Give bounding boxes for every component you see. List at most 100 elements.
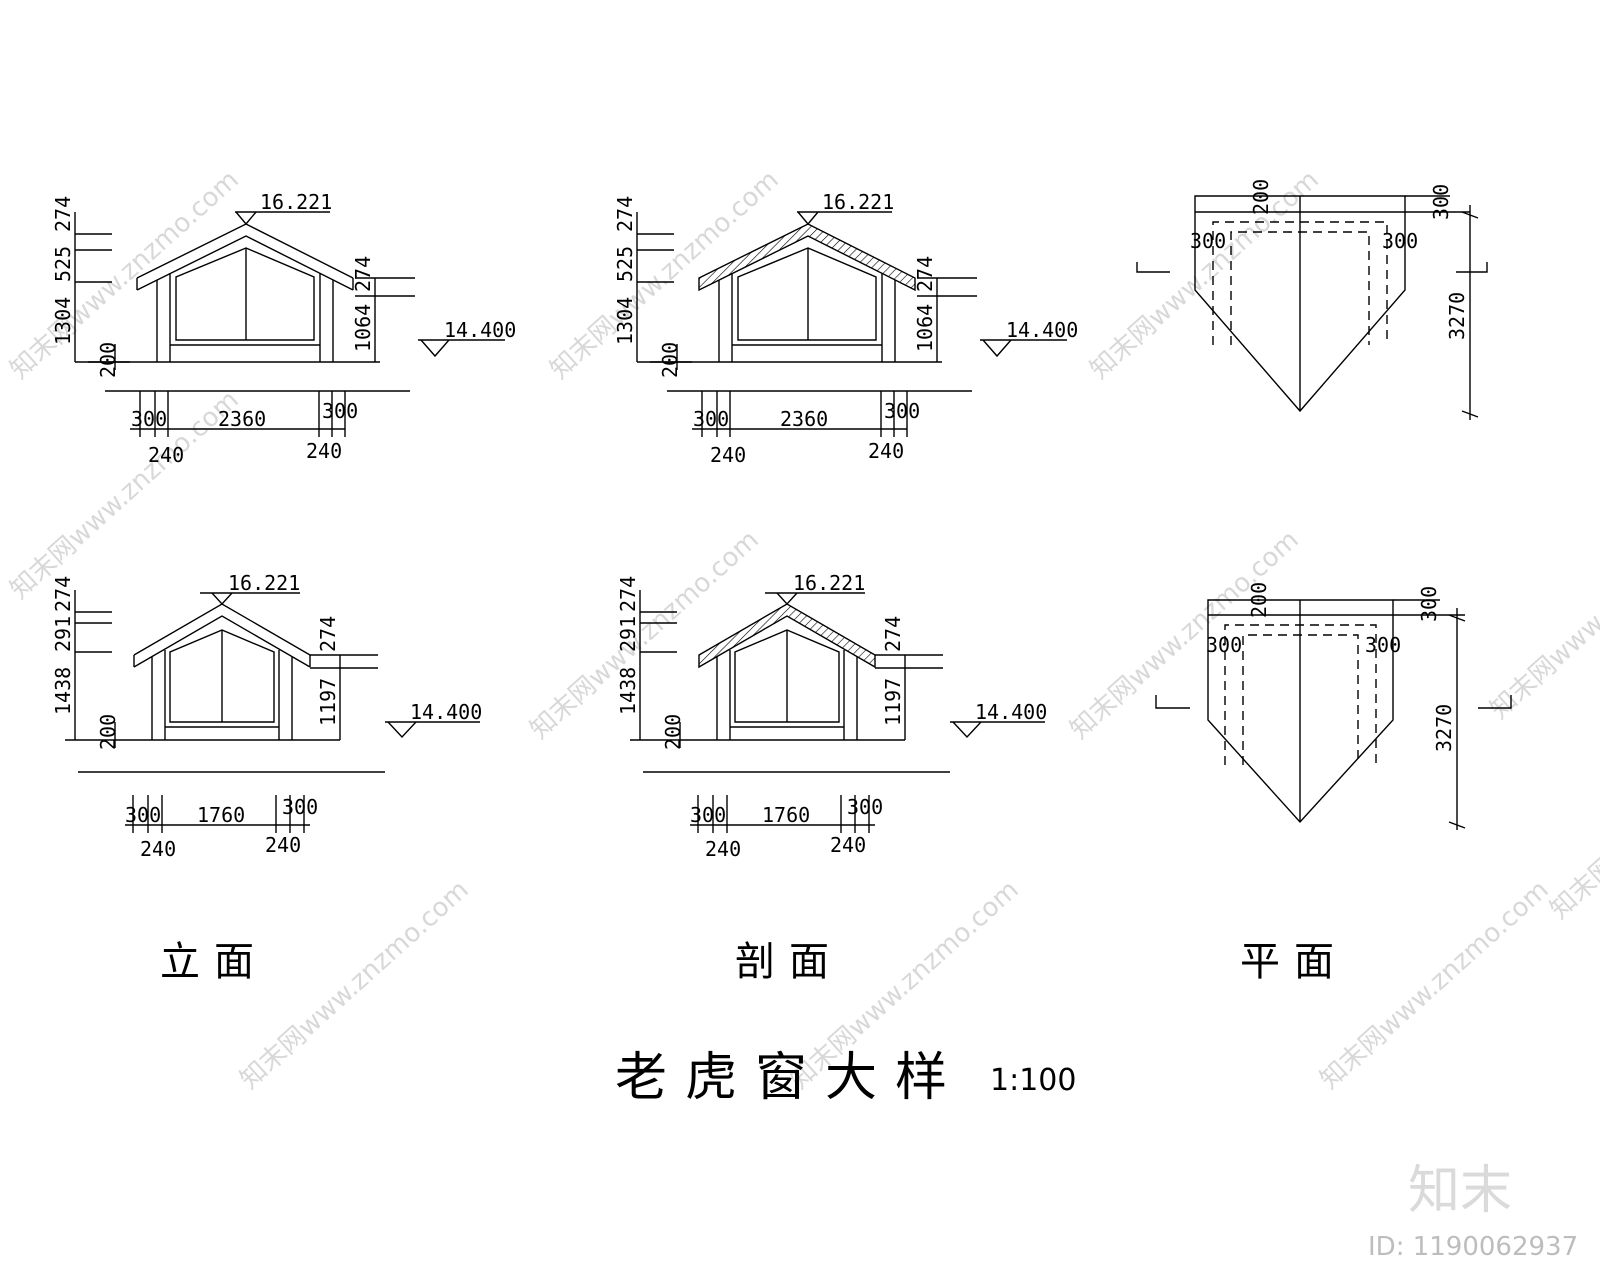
brand-logo: 知末 bbox=[1408, 1161, 1512, 1221]
watermark-text: 知末网www.znzmo.com bbox=[1085, 165, 1325, 385]
plan-hidden-line bbox=[1212, 221, 1388, 345]
bottom-dim-300-right: 300 bbox=[847, 795, 883, 819]
top-marker bbox=[797, 211, 892, 226]
plan-hidden-line bbox=[1224, 624, 1377, 765]
plan-view-top: 200 300 300 300 3270 bbox=[1136, 179, 1488, 420]
bottom-dim-240-left: 240 bbox=[710, 443, 746, 467]
plan-dim-offset: 300 bbox=[1429, 184, 1453, 220]
elevation-view-top: 16.221 14.400 274 525 1304 200 274 1064 … bbox=[51, 190, 516, 467]
left-dim-1: 274 bbox=[613, 196, 637, 232]
top-elevation-value: 16.221 bbox=[822, 190, 894, 214]
bottom-dim-240-right: 240 bbox=[830, 833, 866, 857]
floor-level-value: 14.400 bbox=[410, 700, 482, 724]
top-elevation-value: 16.221 bbox=[260, 190, 332, 214]
section-view-bottom: 16.221 14.400 274 291 1438 200 274 1197 … bbox=[616, 571, 1047, 861]
watermark-text: 知末网www.znzmo.com bbox=[525, 525, 765, 745]
elevation-view-bottom: 16.221 14.400 274 291 1438 200 274 1197 … bbox=[51, 571, 482, 861]
right-dim-1: 274 bbox=[881, 616, 905, 652]
right-dim-2: 1064 bbox=[913, 304, 937, 352]
right-dim-chain bbox=[355, 277, 415, 362]
dormer-outline bbox=[698, 223, 916, 362]
plan-dim-left: 300 bbox=[1206, 633, 1242, 657]
bottom-dim-300-right: 300 bbox=[322, 399, 358, 423]
right-dim-2: 1197 bbox=[881, 678, 905, 726]
left-dim-4: 200 bbox=[96, 714, 120, 750]
plan-dim-top: 200 bbox=[1249, 179, 1273, 215]
ground-lines bbox=[650, 339, 1067, 392]
top-elevation-value: 16.221 bbox=[228, 571, 300, 595]
watermark-text: 知末网www.znzmo.com bbox=[1485, 505, 1600, 725]
left-dim-1: 274 bbox=[51, 196, 75, 232]
left-dim-3: 1304 bbox=[51, 297, 75, 345]
bottom-dim-chain bbox=[130, 391, 346, 437]
bottom-dim-300-left: 300 bbox=[690, 803, 726, 827]
section-mark-right bbox=[1456, 262, 1488, 273]
elevation-label: 立面 bbox=[160, 939, 268, 985]
plan-label: 平面 bbox=[1240, 939, 1348, 985]
bottom-dim-240-left: 240 bbox=[705, 837, 741, 861]
left-dim-3: 1438 bbox=[51, 667, 75, 715]
right-dim-1: 274 bbox=[913, 256, 937, 292]
plan-dim-depth: 3270 bbox=[1432, 704, 1456, 752]
plan-dim-right: 300 bbox=[1382, 229, 1418, 253]
plan-dim-top: 200 bbox=[1247, 582, 1271, 618]
right-dim-1: 274 bbox=[316, 616, 340, 652]
bottom-dim-240-left: 240 bbox=[148, 443, 184, 467]
floor-level-value: 14.400 bbox=[1006, 318, 1078, 342]
image-id: ID: 1190062937 bbox=[1368, 1232, 1578, 1262]
bottom-dim-span: 2360 bbox=[218, 407, 266, 431]
left-dim-2: 291 bbox=[51, 616, 75, 652]
floor-level-value: 14.400 bbox=[444, 318, 516, 342]
bottom-dim-span: 1760 bbox=[762, 803, 810, 827]
plan-dim-offset: 300 bbox=[1417, 586, 1441, 622]
bottom-dim-span: 2360 bbox=[780, 407, 828, 431]
section-label: 剖面 bbox=[735, 939, 843, 985]
left-dim-3: 1304 bbox=[613, 297, 637, 345]
bottom-dim-span: 1760 bbox=[197, 803, 245, 827]
left-dim-2: 525 bbox=[51, 246, 75, 282]
section-mark-left bbox=[1155, 695, 1190, 709]
top-marker bbox=[235, 211, 330, 226]
plan-view-bottom: 200 300 300 300 3270 bbox=[1155, 582, 1512, 830]
section-mark-left bbox=[1136, 262, 1170, 273]
bottom-dim-chain bbox=[692, 391, 908, 437]
left-dim-1: 274 bbox=[51, 576, 75, 612]
right-dim-2: 1064 bbox=[351, 304, 375, 352]
section-view-top: 16.221 14.400 274 525 1304 200 274 1064 … bbox=[613, 190, 1078, 467]
left-dim-2: 525 bbox=[613, 246, 637, 282]
left-dim-3: 1438 bbox=[616, 667, 640, 715]
right-dim-2: 1197 bbox=[316, 678, 340, 726]
left-dim-4: 200 bbox=[661, 714, 685, 750]
left-dim-chain bbox=[74, 212, 130, 370]
left-dim-2: 291 bbox=[616, 616, 640, 652]
bottom-dim-240-left: 240 bbox=[140, 837, 176, 861]
floor-level-value: 14.400 bbox=[975, 700, 1047, 724]
plan-dim-depth: 3270 bbox=[1445, 292, 1469, 340]
plan-outline bbox=[1194, 195, 1406, 413]
section-mark-right bbox=[1478, 695, 1512, 709]
left-dim-4: 200 bbox=[96, 342, 120, 378]
watermark-text: 知末网www.znzmo.com bbox=[235, 875, 475, 1095]
watermark-text: 知末网www.znzmo.com bbox=[5, 165, 245, 385]
watermark-text: 知末网www.znzmo.com bbox=[1315, 875, 1555, 1095]
drawing-scale: 1:100 bbox=[990, 1063, 1076, 1098]
top-elevation-value: 16.221 bbox=[793, 571, 865, 595]
watermark-text: 知末网www.znzmo.com bbox=[5, 385, 245, 605]
bottom-dim-240-right: 240 bbox=[868, 439, 904, 463]
left-dim-4: 200 bbox=[658, 342, 682, 378]
bottom-dim-300-right: 300 bbox=[282, 795, 318, 819]
ground-lines bbox=[88, 339, 505, 392]
bottom-dim-300-left: 300 bbox=[131, 407, 167, 431]
left-dim-1: 274 bbox=[616, 576, 640, 612]
bottom-dim-240-right: 240 bbox=[306, 439, 342, 463]
watermark-text: 知末网www.znzmo.com bbox=[1545, 705, 1600, 925]
drawing-title: 老虎窗大样 bbox=[615, 1048, 965, 1108]
dormer-outline bbox=[136, 223, 354, 362]
bottom-dim-240-right: 240 bbox=[265, 833, 301, 857]
plan-dim-right: 300 bbox=[1365, 633, 1401, 657]
bottom-dim-300-right: 300 bbox=[884, 399, 920, 423]
plan-dim-left: 300 bbox=[1190, 229, 1226, 253]
bottom-dim-300-left: 300 bbox=[693, 407, 729, 431]
plan-outline bbox=[1207, 599, 1394, 824]
right-dim-1: 274 bbox=[351, 256, 375, 292]
